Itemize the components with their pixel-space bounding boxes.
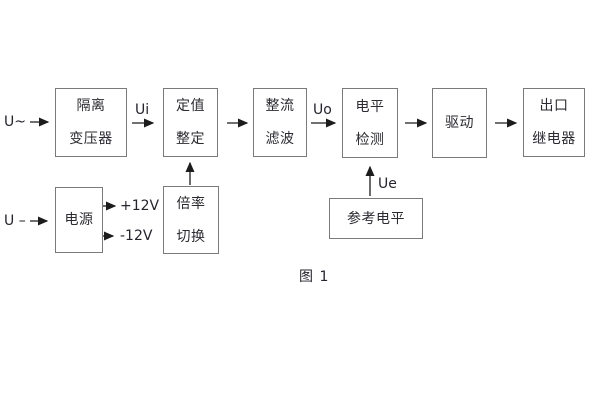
block-rectifier-filter: 整流 滤波 (253, 88, 307, 157)
block-drive: 驱动 (432, 88, 487, 158)
signal-ue-label: Ue (378, 176, 397, 192)
block-drive-label: 驱动 (445, 115, 474, 131)
block-isolation-transformer-line2: 变压器 (69, 131, 113, 147)
signal-dc-input-label: U – (4, 213, 26, 229)
block-ratio-switch: 倍率 切换 (163, 186, 219, 254)
block-ratio-switch-line2: 切换 (176, 228, 206, 245)
block-setting-adjust-line2: 整定 (176, 131, 205, 147)
block-level-detect-line1: 电平 (355, 98, 385, 115)
signal-rail-neg-label: -12V (120, 228, 153, 244)
block-rectifier-filter-line1: 整流 (265, 98, 295, 114)
block-isolation-transformer: 隔离 变压器 (55, 88, 127, 157)
block-level-detect: 电平 检测 (342, 88, 398, 158)
block-ratio-switch-line1: 倍率 (176, 195, 206, 212)
signal-rail-pos-label: +12V (120, 198, 160, 214)
block-isolation-transformer-line1: 隔离 (76, 98, 106, 114)
signal-ac-input-label: U~ (4, 114, 26, 130)
block-reference-level: 参考电平 (329, 198, 423, 239)
block-level-detect-line2: 检测 (355, 131, 385, 148)
block-rectifier-filter-line2: 滤波 (265, 131, 295, 147)
block-setting-adjust-line1: 定值 (176, 98, 205, 114)
block-output-relay-line2: 继电器 (532, 131, 576, 147)
figure-caption: 图 1 (299, 269, 330, 285)
block-power-supply: 电源 (55, 187, 103, 253)
block-power-supply-label: 电源 (64, 212, 94, 228)
block-setting-adjust: 定值 整定 (163, 88, 218, 157)
signal-uo-label: Uo (313, 102, 332, 118)
block-output-relay-line1: 出口 (539, 98, 569, 114)
block-output-relay: 出口 继电器 (523, 88, 585, 157)
signal-ui-label: Ui (135, 102, 150, 118)
block-reference-level-label: 参考电平 (347, 210, 405, 227)
